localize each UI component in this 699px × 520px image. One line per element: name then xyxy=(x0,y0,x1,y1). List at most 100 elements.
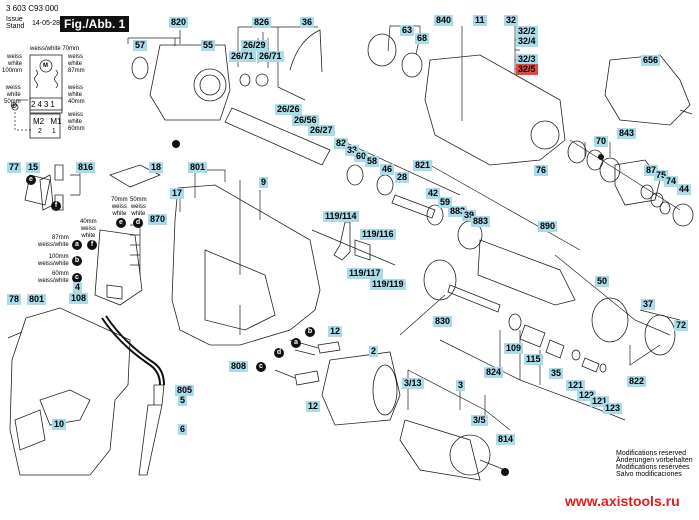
part-label-122[interactable]: 122 xyxy=(577,390,597,401)
part-label-15[interactable]: 15 xyxy=(26,162,41,173)
part-label-119-114[interactable]: 119/114 xyxy=(323,211,359,222)
part-label-28[interactable]: 28 xyxy=(395,172,410,183)
part-label-72[interactable]: 72 xyxy=(674,320,689,331)
part-label-121[interactable]: 121 xyxy=(590,396,610,407)
part-label-4[interactable]: 4 xyxy=(73,282,83,293)
part-label-75[interactable]: 75 xyxy=(654,170,669,181)
motor-symbol: M xyxy=(43,63,48,69)
part-label-3[interactable]: 3 xyxy=(456,380,466,391)
part-label-32-4[interactable]: 32/4 xyxy=(516,36,538,47)
carbon-brushes-drawing xyxy=(274,339,341,386)
part-label-883[interactable]: 883 xyxy=(448,206,468,217)
part-label-57[interactable]: 57 xyxy=(133,40,148,51)
part-label-32[interactable]: 32 xyxy=(504,15,519,26)
part-label-816[interactable]: 816 xyxy=(76,162,96,173)
notice-line: Modifications resérvées xyxy=(616,464,690,471)
part-label-32-2[interactable]: 32/2 xyxy=(516,26,538,37)
part-label-814[interactable]: 814 xyxy=(496,434,516,445)
part-label-5[interactable]: 5 xyxy=(178,395,188,406)
part-label-121[interactable]: 121 xyxy=(566,380,586,391)
part-label-822[interactable]: 822 xyxy=(627,376,647,387)
callout-d: d xyxy=(133,218,143,228)
notice-line: Änderungen vorbehalten xyxy=(616,457,693,464)
part-label-805[interactable]: 805 xyxy=(175,385,195,396)
part-label-830[interactable]: 830 xyxy=(433,316,453,327)
part-label-820[interactable]: 820 xyxy=(169,17,189,28)
notice-line: Modifications reserved xyxy=(616,450,687,457)
part-label-82[interactable]: 82 xyxy=(334,138,349,149)
issue-label-en: Issue xyxy=(6,16,23,23)
part-label-656[interactable]: 656 xyxy=(641,55,661,66)
part-label-9[interactable]: 9 xyxy=(259,177,269,188)
part-label-26-29[interactable]: 26/29 xyxy=(241,40,268,51)
part-label-12[interactable]: 12 xyxy=(328,326,343,337)
part-label-870[interactable]: 870 xyxy=(148,214,168,225)
part-label-119-116[interactable]: 119/116 xyxy=(360,229,396,240)
part-label-17[interactable]: 17 xyxy=(170,188,185,199)
part-label-843[interactable]: 843 xyxy=(617,128,637,139)
part-label-44[interactable]: 44 xyxy=(677,184,692,195)
part-label-883[interactable]: 883 xyxy=(471,216,491,227)
part-label-32-5[interactable]: 32/5 xyxy=(516,64,538,75)
selector-drawing xyxy=(311,221,396,266)
callout-d-brush: d xyxy=(274,348,284,358)
callout-b: b xyxy=(72,256,82,266)
part-label-108[interactable]: 108 xyxy=(69,293,89,304)
part-label-11[interactable]: 11 xyxy=(473,15,487,26)
part-label-890[interactable]: 890 xyxy=(538,221,558,232)
part-label-840[interactable]: 840 xyxy=(434,15,454,26)
part-label-2[interactable]: 2 xyxy=(369,346,379,357)
part-label-26-27[interactable]: 26/27 xyxy=(308,125,335,136)
part-label-37[interactable]: 37 xyxy=(641,299,656,310)
part-label-26-26[interactable]: 26/26 xyxy=(275,104,302,115)
part-label-50[interactable]: 50 xyxy=(595,276,610,287)
part-label-26-71[interactable]: 26/71 xyxy=(229,51,256,62)
part-label-3-5[interactable]: 3/5 xyxy=(471,415,488,426)
part-label-826[interactable]: 826 xyxy=(252,17,272,28)
part-label-32-3[interactable]: 32/3 xyxy=(516,54,538,65)
part-number: 3 603 C93 000 xyxy=(6,4,59,13)
part-label-26-71[interactable]: 26/71 xyxy=(257,51,284,62)
part-label-119-117[interactable]: 119/117 xyxy=(347,268,383,279)
part-label-74[interactable]: 74 xyxy=(664,176,679,187)
part-label-76[interactable]: 76 xyxy=(534,165,549,176)
part-label-58[interactable]: 58 xyxy=(365,156,380,167)
part-label-824[interactable]: 824 xyxy=(484,367,504,378)
website-link[interactable]: www.axistools.ru xyxy=(565,493,680,509)
part-label-46[interactable]: 46 xyxy=(380,164,395,175)
part-label-115[interactable]: 115 xyxy=(524,354,543,365)
part-label-109[interactable]: 109 xyxy=(504,343,524,354)
part-label-78[interactable]: 78 xyxy=(7,294,22,305)
part-label-119-119[interactable]: 119/119 xyxy=(370,279,406,290)
switch-drawing xyxy=(24,164,161,306)
part-label-808[interactable]: 808 xyxy=(229,361,249,372)
part-label-70[interactable]: 70 xyxy=(594,136,609,147)
front-housing-drawing xyxy=(367,33,566,166)
part-label-33[interactable]: 33 xyxy=(345,145,360,156)
part-label-55[interactable]: 55 xyxy=(201,40,216,51)
part-label-801[interactable]: 801 xyxy=(27,294,47,305)
callout-a: a xyxy=(72,240,82,250)
part-label-63[interactable]: 63 xyxy=(400,25,415,36)
part-label-6[interactable]: 6 xyxy=(178,424,188,435)
part-label-36[interactable]: 36 xyxy=(300,17,315,28)
part-label-123[interactable]: 123 xyxy=(603,403,623,414)
part-label-10[interactable]: 10 xyxy=(52,419,67,430)
part-label-801[interactable]: 801 xyxy=(188,162,208,173)
part-label-18[interactable]: 18 xyxy=(149,162,164,173)
part-label-39[interactable]: 39 xyxy=(462,210,477,221)
part-label-77[interactable]: 77 xyxy=(7,162,22,173)
part-label-59[interactable]: 59 xyxy=(438,197,453,208)
part-label-68[interactable]: 68 xyxy=(415,33,430,44)
part-label-12[interactable]: 12 xyxy=(306,401,321,412)
part-label-26-56[interactable]: 26/56 xyxy=(292,115,319,126)
part-label-42[interactable]: 42 xyxy=(426,188,441,199)
part-label-821[interactable]: 821 xyxy=(413,160,433,171)
part-label-87[interactable]: 87 xyxy=(644,165,659,176)
part-label-35[interactable]: 35 xyxy=(549,368,564,379)
part-label-60[interactable]: 60 xyxy=(354,151,369,162)
part-label-3-13[interactable]: 3/13 xyxy=(402,378,424,389)
terminal-block: 2431 xyxy=(31,100,57,109)
